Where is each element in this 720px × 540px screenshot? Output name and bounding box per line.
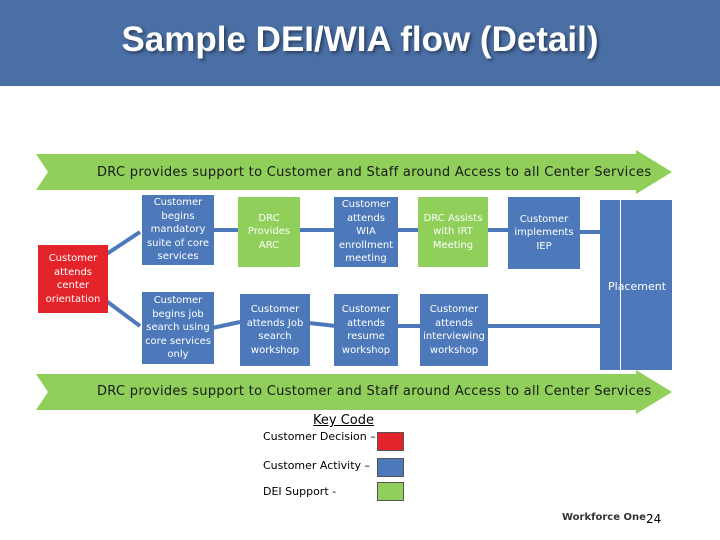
key-decision-swatch: [377, 432, 404, 451]
key-title: Key Code: [313, 413, 374, 428]
box-wia-enrollment: Customer attends WIA enrollment meeting: [334, 197, 398, 267]
placement-label: Placement: [608, 280, 667, 293]
box-orientation: Customer attends center orientation: [38, 245, 108, 313]
placement-divider: [620, 200, 621, 370]
title-bar: [0, 0, 720, 86]
box-drc-arc: DRC Provides ARC: [238, 197, 300, 267]
box-resume-workshop: Customer attends resume workshop: [334, 294, 398, 366]
bottom-banner-arrow: [36, 370, 672, 414]
workforce-one-logo: Workforce One: [562, 512, 646, 523]
top-banner-arrow: [36, 150, 672, 194]
box-interviewing-workshop: Customer attends interviewing workshop: [420, 294, 488, 366]
page-number: 24: [646, 512, 662, 526]
page-title: Sample DEI/WIA flow (Detail): [121, 20, 599, 59]
key-activity-swatch: [377, 458, 404, 477]
box-job-search-core: Customer begins job search using core se…: [142, 292, 214, 364]
key-support-label: DEI Support -: [263, 485, 337, 498]
box-implements-iep: Customer implements IEP: [508, 197, 580, 269]
box-job-search-workshop: Customer attends Job search workshop: [240, 294, 310, 366]
box-placement: [600, 200, 672, 370]
key-activity-label: Customer Activity –: [263, 459, 371, 472]
top-banner-text: DRC provides support to Customer and Sta…: [97, 165, 652, 180]
box-drc-irt: DRC Assists with IRT Meeting: [418, 197, 488, 267]
bottom-banner-text: DRC provides support to Customer and Sta…: [97, 384, 652, 399]
key-decision-label: Customer Decision –: [263, 430, 376, 443]
key-support-swatch: [377, 482, 404, 501]
box-mandatory-core: Customer begins mandatory suite of core …: [142, 195, 214, 265]
